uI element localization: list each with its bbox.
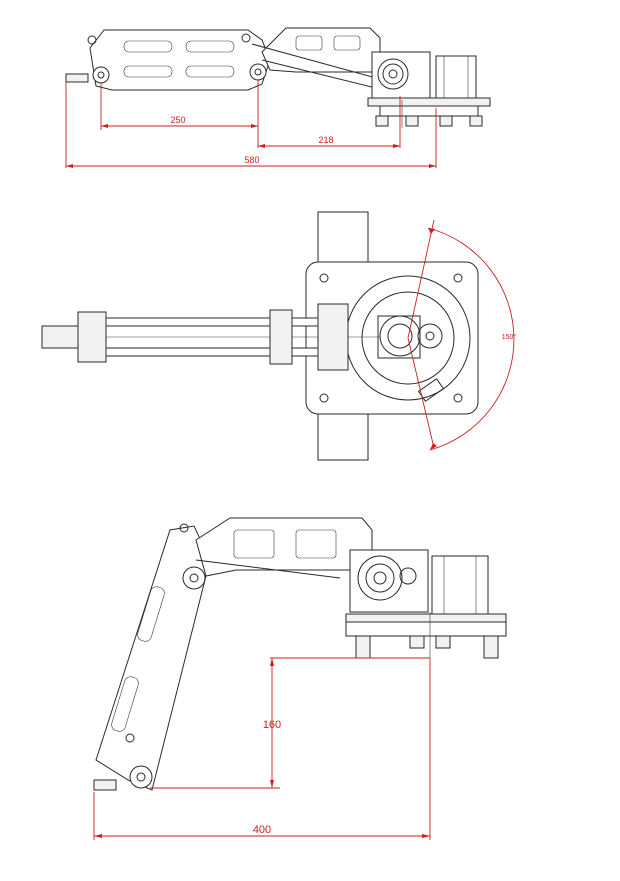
forearm-slot-2 (333, 35, 361, 51)
shoulder-joint-inner (97, 71, 105, 79)
elevation-view-raised: 160 400 (93, 517, 507, 840)
raised-pin-1 (179, 523, 189, 533)
raised-gear-mid (365, 563, 395, 593)
angle-arrow-bottom (430, 443, 437, 450)
raised-forearm-slot-2 (295, 529, 337, 559)
raised-gear-hub (373, 571, 387, 585)
raised-gear-outer (357, 555, 403, 601)
arrow-250-r (251, 124, 258, 128)
upper-arm-slot-1 (123, 40, 173, 53)
raised-base-foot-2 (409, 635, 425, 649)
arrow-400-r (422, 834, 430, 838)
pin-1 (87, 35, 97, 45)
shoulder-joint (92, 66, 110, 84)
raised-rod (195, 559, 341, 579)
raised-base-foot-3 (435, 635, 451, 649)
raised-elbow-inner (189, 573, 199, 583)
base-foot-3 (439, 115, 453, 127)
stepper-motor (435, 55, 477, 99)
raised-base-plate-2 (345, 621, 507, 637)
angle-ray-bottom (407, 337, 435, 449)
gear-hub (388, 69, 398, 79)
dim-label-400: 400 (253, 824, 271, 836)
gear-small (417, 323, 443, 349)
turntable-mid (361, 291, 455, 385)
raised-elbow-joint (182, 566, 206, 590)
dim-label-580: 580 (244, 155, 259, 165)
forearm-rod-2 (261, 59, 393, 93)
upper-arm-link (89, 29, 271, 91)
raised-foot (93, 779, 117, 791)
base-foot-1 (375, 115, 389, 127)
upper-arm-slot-4 (185, 65, 235, 78)
plan-wrist-block (77, 311, 107, 363)
arrow-160-b (270, 780, 274, 788)
left-foot (65, 73, 89, 83)
base-plate-2 (379, 105, 479, 117)
elbow-joint-inner (254, 68, 262, 76)
angle-arrow-top (428, 228, 435, 234)
elbow-joint (249, 63, 267, 81)
raised-shoulder-inner (136, 772, 146, 782)
raised-slot-2 (137, 586, 165, 642)
base-plate (367, 97, 491, 107)
dim-label-218: 218 (318, 135, 333, 145)
raised-pin-2 (125, 733, 135, 743)
gear-big-inner (387, 323, 413, 349)
arrow-400-l (94, 834, 102, 838)
upper-arm-slot-3 (123, 65, 173, 78)
upper-arm-slot-2 (185, 40, 235, 53)
plan-end-effector (41, 325, 79, 349)
arrow-250-l (101, 124, 108, 128)
arrow-160-t (270, 658, 274, 666)
raised-forearm-slot-1 (233, 529, 275, 559)
dim-label-160: 160 (263, 719, 281, 731)
angle-ray-top (407, 219, 435, 339)
raised-gear-side (399, 567, 417, 585)
raised-base-plate (345, 613, 507, 623)
gear-mid (382, 63, 404, 85)
angle-label: 150° (502, 333, 517, 341)
plan-shoulder-block (317, 303, 349, 371)
gear-outer (377, 58, 409, 90)
mount-hole-4 (453, 393, 463, 403)
gear-housing (371, 51, 431, 99)
raised-motor (431, 555, 489, 615)
raised-gear-housing (349, 549, 429, 613)
pin-2 (241, 33, 251, 43)
top-motor (317, 211, 369, 265)
raised-upper-arm (95, 525, 211, 791)
gear-big (379, 315, 421, 357)
raised-base-foot-4 (483, 635, 499, 659)
base-foot-4 (469, 115, 483, 127)
plan-elbow-block (269, 309, 293, 365)
arrow-580-r (429, 164, 436, 168)
gear-small-hub (425, 331, 435, 341)
bottom-motor (317, 411, 369, 461)
mount-hole-2 (453, 273, 463, 283)
arrow-218-l (258, 144, 265, 148)
arrow-218-r (393, 144, 400, 148)
base-foot-2 (405, 115, 419, 127)
elevation-view-extended: 250 218 580 (65, 27, 491, 168)
raised-slot-1 (111, 676, 139, 732)
forearm-slot-1 (295, 35, 323, 51)
raised-shoulder-joint (129, 765, 153, 789)
raised-base-foot-1 (355, 635, 371, 659)
mount-hole-1 (319, 273, 329, 283)
plan-view: 150° (41, 211, 517, 461)
dim-label-250: 250 (170, 115, 185, 125)
angle-arc (427, 227, 515, 451)
arrow-580-l (66, 164, 73, 168)
mount-hole-3 (319, 393, 329, 403)
